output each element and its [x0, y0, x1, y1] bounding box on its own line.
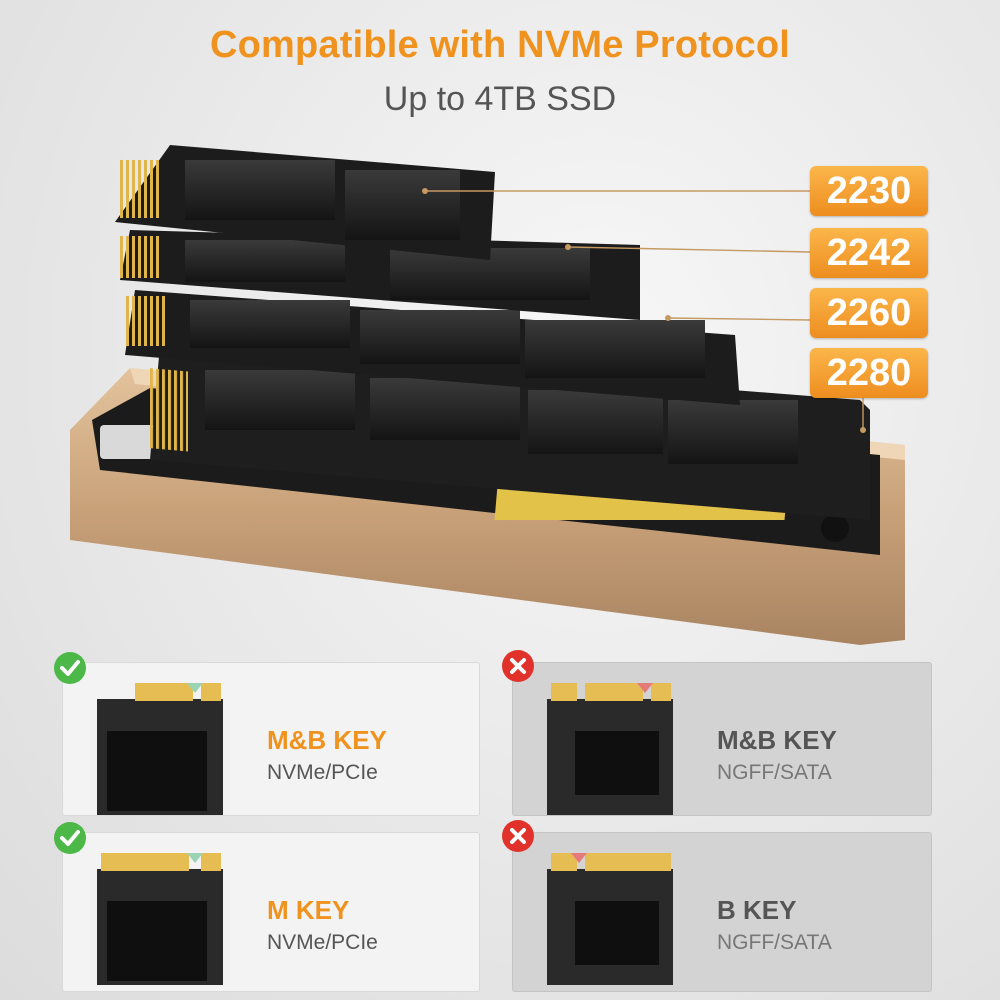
compat-card-mb-key-nvme: M&B KEY NVMe/PCIe [62, 662, 480, 816]
cross-icon [502, 820, 534, 852]
ssd-2242 [120, 230, 640, 320]
page-title: Compatible with NVMe Protocol [209, 24, 791, 66]
size-badge-2230: 2230 [810, 166, 928, 216]
key-type-label: M KEY [267, 895, 350, 925]
size-badge-2242: 2242 [810, 228, 928, 278]
ssd-2230 [115, 145, 495, 260]
page-subtitle: Up to 4TB SSD [383, 80, 617, 118]
key-type-label: B KEY [717, 895, 797, 925]
interface-label: NVMe/PCIe [267, 931, 378, 954]
mb-key-sata-chip-image [547, 683, 673, 815]
size-badge-2260: 2260 [810, 288, 928, 338]
compat-card-mb-key-sata: M&B KEY NGFF/SATA [512, 662, 932, 816]
interface-label: NGFF/SATA [717, 761, 832, 784]
m-key-ssd-chip-image [97, 853, 223, 985]
interface-label: NGFF/SATA [717, 931, 832, 954]
key-type-label: M&B KEY [267, 725, 387, 755]
size-badge-2280: 2280 [810, 348, 928, 398]
b-key-sata-chip-image [547, 853, 673, 985]
usb-c-port [100, 425, 160, 459]
ssd-stack-illustration [70, 145, 905, 645]
compat-card-m-key-nvme: M KEY NVMe/PCIe [62, 832, 480, 992]
interface-label: NVMe/PCIe [267, 761, 378, 784]
mb-key-ssd-chip-image [97, 683, 223, 815]
compat-card-b-key-sata: B KEY NGFF/SATA [512, 832, 932, 992]
check-icon [54, 822, 86, 854]
key-type-label: M&B KEY [717, 725, 837, 755]
size-leader-lines [425, 190, 864, 430]
check-icon [54, 652, 86, 684]
cross-icon [502, 650, 534, 682]
ssd-2260 [125, 290, 740, 405]
